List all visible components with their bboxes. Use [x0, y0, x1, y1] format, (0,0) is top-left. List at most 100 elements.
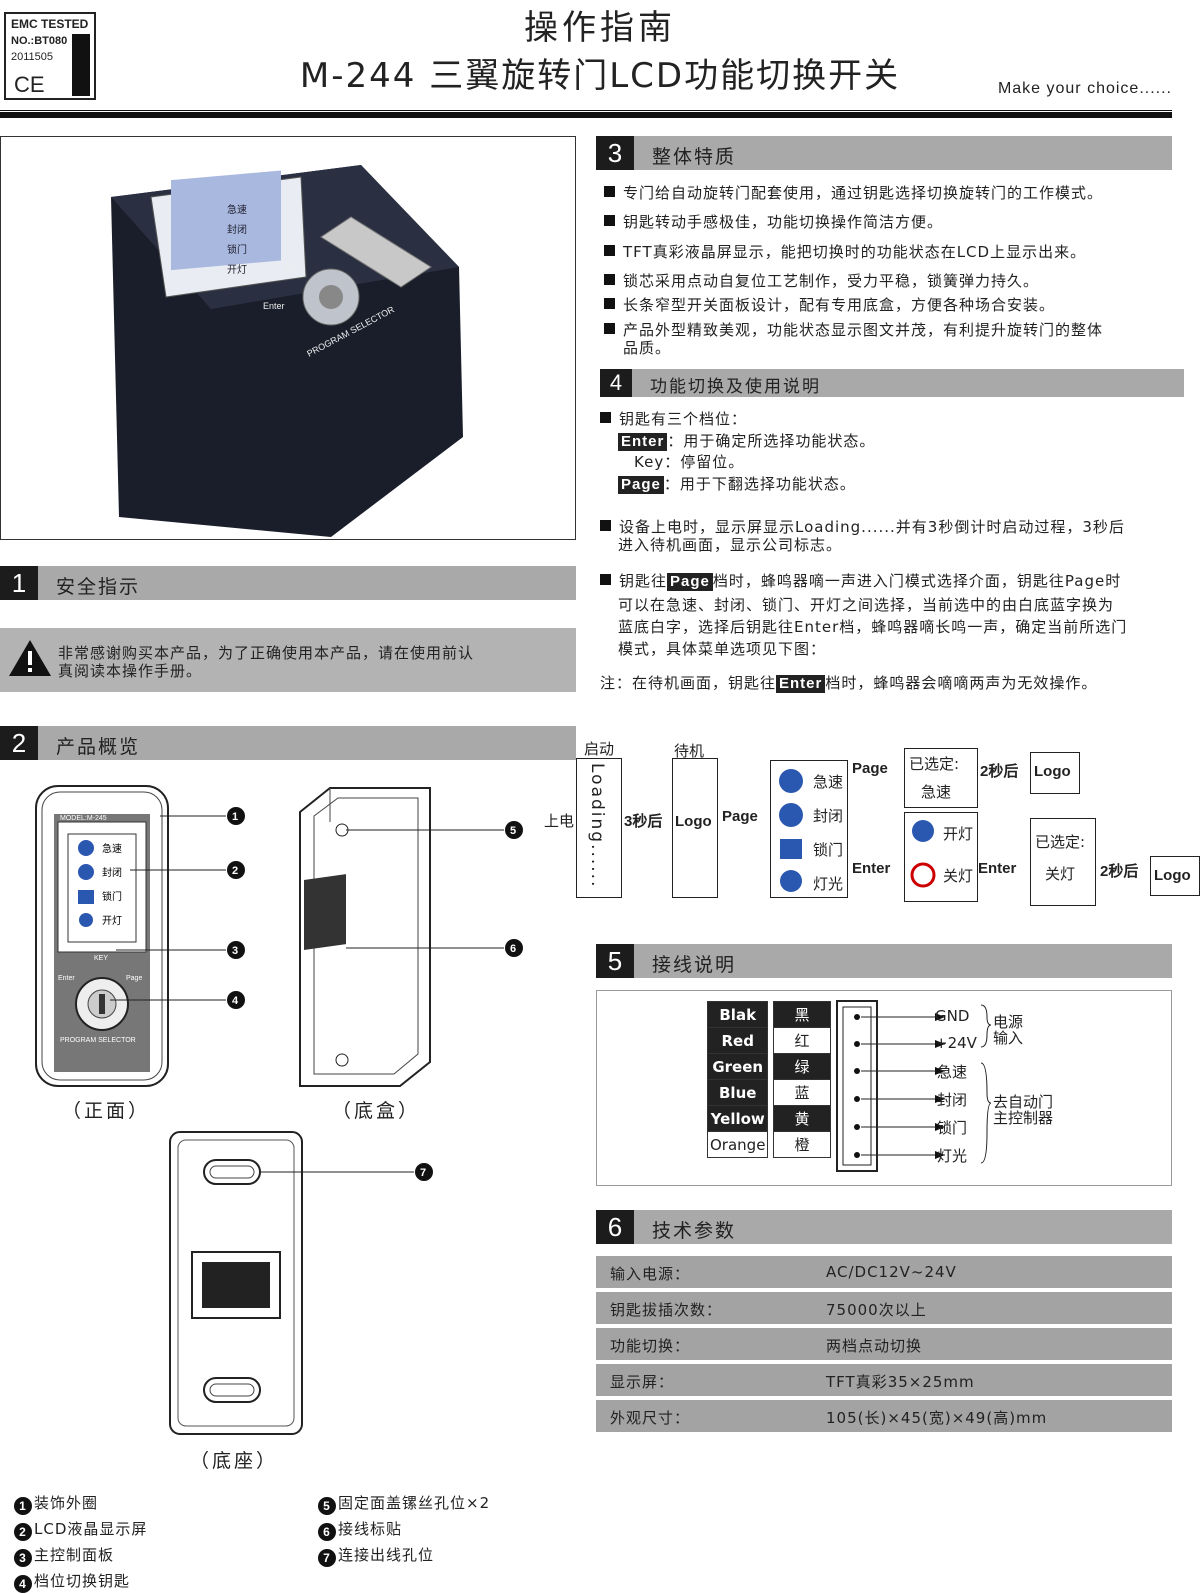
- flow-menu-box: 急速 封闭 锁门 灯光: [770, 760, 848, 898]
- photo-key: KEY: [285, 264, 302, 273]
- caption-base: （底座）: [190, 1450, 279, 1472]
- section-4-number: 4: [600, 369, 632, 397]
- callout-1: 1: [232, 811, 238, 823]
- photo-menu-2: 封闭: [227, 223, 247, 236]
- wire-cn-6: 橙: [773, 1131, 831, 1158]
- wire-en-6: Orange: [706, 1131, 769, 1158]
- enter-label: Enter: [618, 433, 668, 451]
- front-menu-4: 开灯: [102, 915, 122, 927]
- warning-line-2: 真阅读本操作手册。: [58, 662, 203, 680]
- section-1-header: 1 安全指示: [0, 566, 576, 600]
- flow-loading: Loading......: [587, 763, 607, 889]
- mode-desc-l2: 可以在急速、封闭、锁门、开灯之间选择，当前选中的由白底蓝字换为: [618, 596, 1115, 614]
- flow-menu-2: 封闭: [813, 807, 844, 825]
- tagline: Make your choice......: [997, 80, 1172, 97]
- warning-icon: [9, 640, 51, 676]
- feature-1: 专门给自动旋转门配套使用，通过钥匙选择切换旋转门的工作模式。: [604, 184, 1103, 203]
- spec-row-5: 外观尺寸：105(长)×45(宽)×49(高)mm: [596, 1400, 1172, 1432]
- flow-selected-1: 已选定:: [909, 755, 960, 773]
- front-menu-1: 急速: [102, 842, 122, 855]
- callout-2: 2: [232, 865, 238, 877]
- spec-row-1: 输入电源：AC/DC12V~24V: [596, 1256, 1172, 1288]
- power-on-desc: 设备上电时，显示屏显示Loading......并有3秒倒计时启动过程，3秒后: [600, 518, 1125, 537]
- note-enter-label: Enter: [776, 675, 826, 693]
- light-off-icon: [910, 862, 936, 888]
- section-3-number: 3: [596, 136, 634, 170]
- flow-power-on: 上电: [544, 812, 575, 830]
- signal-3: 急速: [937, 1063, 968, 1081]
- callout-3: 3: [232, 945, 238, 957]
- callout-6: 6: [510, 943, 516, 955]
- mode-page-label: Page: [667, 573, 713, 591]
- photo-enter: Enter: [263, 301, 285, 311]
- flow-light-off: 关灯: [943, 867, 974, 885]
- mode-desc-l3: 蓝底白字，选择后钥匙往Enter档，蜂鸣器嘀长鸣一声，确定当前所选门: [618, 618, 1128, 636]
- product-photo: 急速 封闭 锁门 开灯 Enter KEY PROGRAM SELECTOR: [0, 136, 576, 540]
- flow-page-2: Page: [852, 760, 888, 777]
- key-desc: Key：停留位。: [634, 453, 745, 471]
- flow-after2-1: 2秒后: [980, 763, 1019, 780]
- key-intro: 钥匙有三个档位：: [600, 410, 747, 429]
- flow-menu-4: 灯光: [813, 875, 844, 893]
- wiring-panel: Blak Red Green Blue Yellow Orange 黑 红 绿 …: [596, 990, 1172, 1186]
- section-4-header: 4 功能切换及使用说明: [600, 369, 1184, 397]
- photo-menu: 急速 封闭 锁门 开灯: [227, 203, 247, 276]
- front-menu-3: 锁门: [102, 890, 122, 903]
- flow-start: 启动: [584, 740, 615, 758]
- signal-5: 锁门: [937, 1119, 968, 1137]
- section-1-title: 安全指示: [56, 576, 141, 598]
- enter-desc: Enter：用于确定所选择功能状态。: [618, 432, 875, 451]
- flow-after2-2: 2秒后: [1100, 863, 1139, 880]
- flow-enter-1: Enter: [852, 860, 891, 877]
- flow-light-on: 开灯: [943, 825, 974, 843]
- front-enter: Enter: [58, 975, 75, 982]
- light-on-icon: [912, 820, 934, 842]
- section-5-title: 接线说明: [652, 954, 737, 976]
- feature-6: 产品外型精致美观，功能状态显示图文并茂，有利提升旋转门的整体: [604, 321, 1103, 340]
- lock-icon: [780, 839, 802, 859]
- flow-logo-box-1: Logo: [1030, 752, 1080, 794]
- back-box-drawing: 5 6: [299, 787, 523, 1087]
- wire-en-4: Blue: [706, 1079, 769, 1106]
- feature-6-cont: 品质。: [623, 339, 672, 357]
- callout-7: 7: [420, 1167, 426, 1179]
- closed-icon: [779, 803, 803, 827]
- flow-logo-1: Logo: [675, 813, 712, 830]
- mode-desc-l4: 模式，具体菜单选项见下图：: [618, 640, 827, 658]
- menu-icons: [779, 769, 803, 892]
- terminal-block: [836, 1000, 945, 1172]
- page-desc: Page：用于下翻选择功能状态。: [618, 475, 856, 494]
- front-menu-2: 封闭: [102, 866, 122, 879]
- wire-en-2: Red: [706, 1027, 769, 1054]
- caption-front: （正面）: [62, 1100, 151, 1122]
- controller-label-2: 主控制器: [993, 1109, 1054, 1127]
- section-4-title: 功能切换及使用说明: [650, 377, 821, 397]
- photo-menu-4: 开灯: [227, 264, 247, 276]
- header-rule: [0, 112, 1172, 118]
- section-5-number: 5: [596, 944, 634, 978]
- flow-sel-value-2: 关灯: [1045, 865, 1076, 883]
- emc-line1: EMC TESTED: [11, 17, 89, 31]
- wire-en-5: Yellow: [706, 1105, 769, 1132]
- flow-menu-1: 急速: [813, 773, 844, 791]
- callout-4: 4: [232, 995, 239, 1007]
- wire-color-en: Blak Red Green Blue Yellow Orange: [706, 1001, 769, 1158]
- front-model: MODEL:M-245: [60, 815, 107, 822]
- section-6-title: 技术参数: [652, 1220, 737, 1242]
- emc-line3: 2011505: [11, 51, 54, 63]
- power-on-desc-cont: 进入待机画面，显示公司标志。: [618, 536, 843, 554]
- caption-box: （底盒）: [332, 1100, 421, 1122]
- wire-cn-4: 蓝: [773, 1079, 831, 1106]
- section-2-header: 2 产品概览: [0, 726, 576, 760]
- front-key: KEY: [94, 955, 108, 962]
- spec-row-4: 显示屏：TFT真彩35×25mm: [596, 1364, 1172, 1396]
- light-icon: [780, 870, 802, 892]
- power-label-1: 电源: [993, 1013, 1024, 1031]
- photo-menu-3: 锁门: [227, 243, 247, 256]
- spec-row-2: 钥匙拔插次数：75000次以上: [596, 1292, 1172, 1324]
- section-2-number: 2: [0, 726, 38, 760]
